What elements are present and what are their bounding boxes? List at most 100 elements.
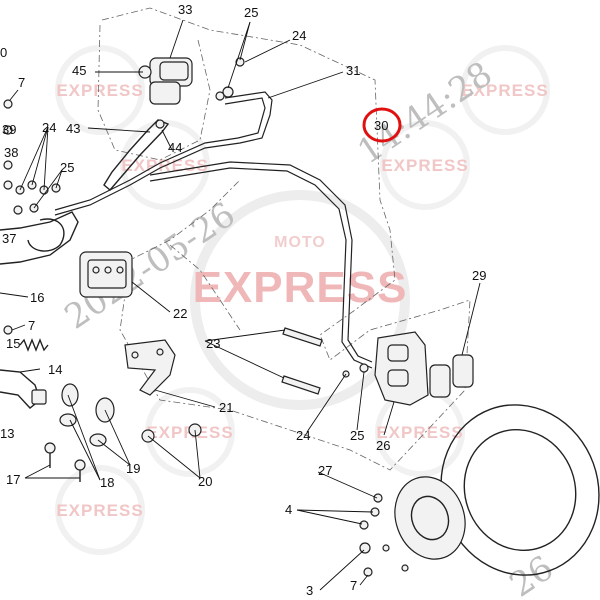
callout-16: 16 xyxy=(30,290,44,305)
bolt-7-disc xyxy=(363,567,373,577)
watermark-badge-lowleft xyxy=(55,465,145,555)
brake-caliper-26 xyxy=(374,331,429,406)
abs-port-b xyxy=(104,266,112,274)
highlight-ring-30 xyxy=(362,107,402,143)
bolt-23a xyxy=(282,327,323,347)
callout-3: 3 xyxy=(306,583,313,598)
pedal-pivot-7 xyxy=(3,325,13,335)
callout-45: 45 xyxy=(72,63,86,78)
callout-4: 4 xyxy=(285,502,292,517)
brake-hose-31 xyxy=(54,91,273,216)
bolt-23b xyxy=(281,375,321,395)
callout-labels: 33 25 24 31 45 43 44 30 0 7 39 24 38 25 … xyxy=(0,2,486,598)
abs-unit-group xyxy=(79,251,133,298)
callout-21: 21 xyxy=(219,400,233,415)
callout-13: 13 xyxy=(0,426,14,441)
callout-43: 43 xyxy=(66,121,80,136)
upper-fittings xyxy=(215,57,245,101)
watermark-prefix: MOTO xyxy=(274,234,326,251)
brake-hose-30 xyxy=(149,161,373,363)
callout-19: 19 xyxy=(126,461,140,476)
bolt-25b xyxy=(13,205,23,215)
caliper-piston-b xyxy=(387,369,409,387)
watermark-badge-topright xyxy=(460,45,550,135)
brake-disc-inner xyxy=(463,428,577,552)
bracket-group xyxy=(44,339,202,482)
callout-27: 27 xyxy=(318,463,332,478)
watermark-time-diagonal: 14:44:28 xyxy=(351,54,500,173)
bolt-3 xyxy=(359,542,371,554)
abs-port-c xyxy=(116,266,124,274)
watermark-badge-center xyxy=(190,190,410,410)
watermark-brand-center: EXPRESS xyxy=(193,263,408,312)
brake-hose-30-inner xyxy=(149,167,373,369)
bleed-valve-25 xyxy=(359,363,369,373)
bushing-18a xyxy=(61,383,79,407)
callout-30: 30 xyxy=(374,118,388,133)
bolt-27 xyxy=(373,493,383,503)
bolt-4a xyxy=(359,520,369,530)
callout-25-left: 25 xyxy=(60,160,74,175)
watermark-badge-midright xyxy=(380,120,470,210)
callout-31: 31 xyxy=(346,63,360,78)
abs-unit-block xyxy=(87,259,127,289)
callout-14: 14 xyxy=(48,362,62,377)
banjo-hose-37-loop xyxy=(27,218,65,252)
watermark-brand-topright: EXPRESS xyxy=(461,81,548,100)
pedal-pad xyxy=(31,389,47,405)
bolt-38a xyxy=(3,160,13,170)
callout-15: 15 xyxy=(6,336,20,351)
callout-22: 22 xyxy=(173,306,187,321)
bracket-hole-b xyxy=(156,348,164,356)
brake-lever-pivot xyxy=(155,119,165,129)
callout-33: 33 xyxy=(178,2,192,17)
callout-7-left: 7 xyxy=(18,75,25,90)
brake-disc-group xyxy=(359,404,600,577)
bolt-17a xyxy=(44,442,56,454)
callout-26: 26 xyxy=(376,438,390,453)
watermark-brand-lowright: EXPRESS xyxy=(376,423,463,442)
callout-24-left: 24 xyxy=(42,120,56,135)
bushing-18b xyxy=(59,413,77,427)
caliper-group xyxy=(342,331,474,406)
bolt-38b xyxy=(3,180,13,190)
bolt-17b xyxy=(74,459,86,471)
caliper-piston-a xyxy=(387,344,409,362)
callout-25-top: 25 xyxy=(244,5,258,20)
callout-25-caliper: 25 xyxy=(350,428,364,443)
assembly-outlines xyxy=(97,7,471,471)
abs-tone-ring xyxy=(394,476,466,560)
callout-39: 39 xyxy=(2,122,16,137)
callout-24-caliper: 24 xyxy=(296,428,310,443)
bolt-disc-b xyxy=(401,564,409,572)
callout-18: 18 xyxy=(100,475,114,490)
callout-44: 44 xyxy=(168,140,182,155)
watermark-brand-topleft: EXPRESS xyxy=(56,81,143,100)
bolt-39 xyxy=(3,125,13,135)
callout-20: 20 xyxy=(198,474,212,489)
watermark-brand-midright: EXPRESS xyxy=(381,156,468,175)
master-cylinder-group xyxy=(103,57,193,191)
bolt-7-left xyxy=(3,99,13,109)
watermark-badge-topleft xyxy=(55,45,145,135)
brake-pad-29b xyxy=(452,354,474,388)
banjo-hose-37 xyxy=(0,211,79,265)
callout-7-disc: 7 xyxy=(350,578,357,593)
bracket-21 xyxy=(124,339,176,396)
callout-7-pedal: 7 xyxy=(28,318,35,333)
spring-15 xyxy=(19,338,49,352)
fitting-25-top-b xyxy=(215,91,225,101)
bracket-hole-a xyxy=(131,351,139,359)
brake-lever-43 xyxy=(103,119,170,191)
callout-0: 0 xyxy=(0,45,7,60)
callout-29: 29 xyxy=(472,268,486,283)
master-cylinder-reservoir xyxy=(159,61,189,81)
callout-17: 17 xyxy=(6,472,20,487)
callout-23: 23 xyxy=(206,336,220,351)
bolt-disc-a xyxy=(382,544,390,552)
caliper-bolts-23 xyxy=(281,327,323,395)
master-cylinder-body xyxy=(149,81,181,105)
callout-37: 37 xyxy=(2,231,16,246)
